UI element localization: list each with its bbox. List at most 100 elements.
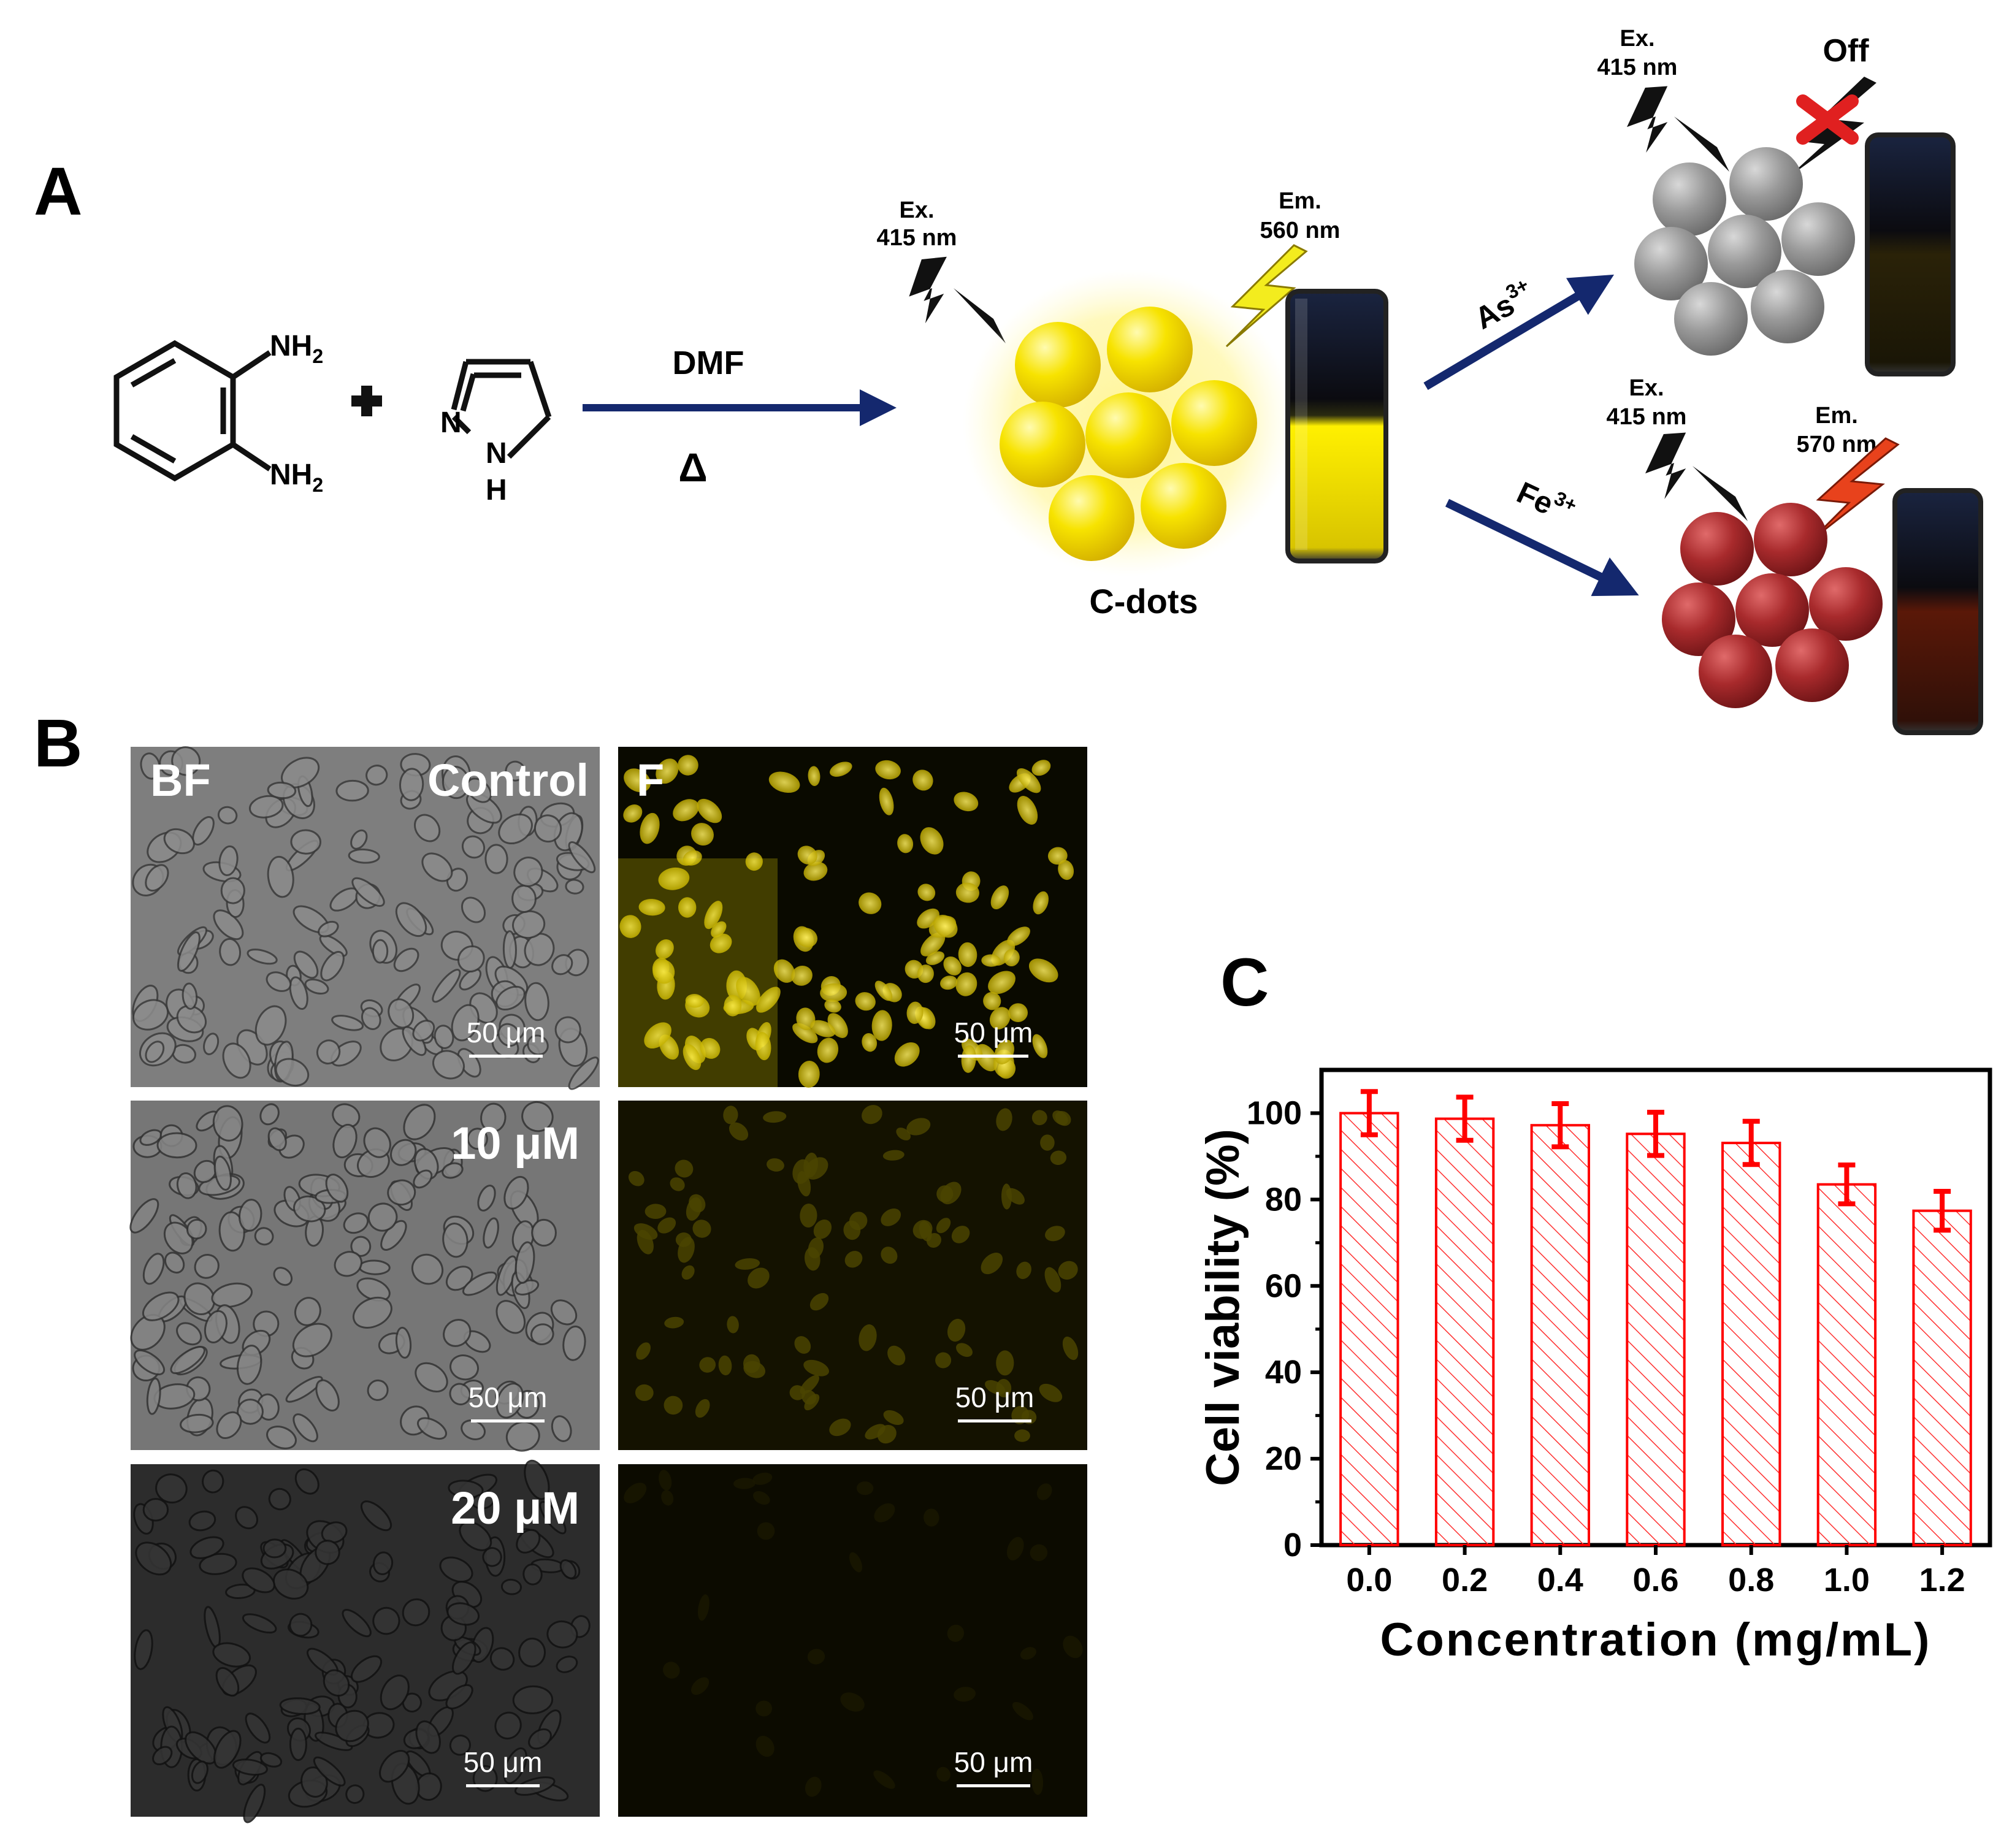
svg-text:Em.: Em. — [1815, 403, 1858, 429]
x-tick-label: 1.0 — [1824, 1562, 1870, 1598]
svg-text:50 μm: 50 μm — [469, 1381, 548, 1413]
fe-vial — [1892, 488, 1983, 735]
scale-bar-bf-10um: 50 μm — [469, 1381, 548, 1422]
excitation-bolt-icon — [909, 256, 947, 324]
as-arrow — [1423, 274, 1615, 391]
f-column-label: F — [637, 755, 664, 806]
error-bar — [1360, 1089, 1378, 1137]
as-quenched-cluster — [1634, 147, 1855, 356]
bf-column-label: BF — [150, 755, 211, 806]
plus-icon — [351, 386, 382, 416]
bar — [1434, 1117, 1495, 1546]
bar — [1816, 1183, 1877, 1546]
emission-bolt-icon — [1225, 244, 1308, 348]
y-tick-label: 40 — [1265, 1354, 1302, 1391]
panel-letter-c: C — [1220, 945, 1269, 1020]
svg-text:Ex.: Ex. — [899, 197, 934, 223]
excitation-bolt-icon — [1645, 432, 1686, 499]
bar — [1339, 1112, 1399, 1546]
fe-arrow — [1445, 498, 1639, 597]
x-tick-label: 1.2 — [1919, 1562, 1965, 1598]
fe-emission: Em. 570 nm — [1797, 403, 1900, 541]
scale-bar-f-20um: 50 μm — [954, 1746, 1033, 1787]
x-tick-label: 0.6 — [1632, 1562, 1678, 1598]
error-bar — [1647, 1110, 1664, 1158]
svg-text:Ex.: Ex. — [1620, 26, 1654, 52]
svg-text:50 μm: 50 μm — [467, 1017, 546, 1048]
solvent-label: DMF — [673, 345, 744, 381]
y-tick-label: 80 — [1265, 1181, 1302, 1218]
fe-excitation: Ex. 415 nm — [1607, 375, 1748, 521]
svg-text:570 nm: 570 nm — [1797, 432, 1877, 457]
x-axis-label: Concentration (mg/mL) — [1380, 1614, 1932, 1666]
cdots-emission: Em. 560 nm — [1225, 188, 1341, 348]
cdots-label: C-dots — [1089, 582, 1198, 620]
f-image-10um — [618, 1101, 1087, 1450]
scale-bar-bf-20um: 50 μm — [464, 1746, 543, 1787]
fe-ion-label: Fe3+ — [1512, 472, 1580, 530]
bar — [1912, 1209, 1972, 1546]
error-bar — [1742, 1118, 1760, 1167]
svg-text:415 nm: 415 nm — [877, 225, 957, 251]
row-label-control: Control — [427, 755, 589, 806]
svg-text:50 μm: 50 μm — [464, 1746, 543, 1778]
y-axis-label: Cell viability (%) — [1197, 1129, 1249, 1486]
error-bar — [1838, 1163, 1856, 1207]
bar — [1721, 1142, 1781, 1546]
cdots-vial — [1285, 289, 1388, 563]
viability-chart: 0.0 0.2 0.4 0.6 0.8 1.0 1.2 0 20 40 60 80 100Concent… — [1197, 1067, 1992, 1666]
bf-image-10um — [129, 1101, 600, 1452]
bf-image-20um — [131, 1459, 600, 1823]
y-tick-label: 20 — [1265, 1440, 1302, 1477]
error-bar — [1456, 1094, 1474, 1143]
x-tick-label: 0.4 — [1537, 1562, 1583, 1598]
off-label: Off — [1823, 33, 1869, 69]
x-tick-label: 0.0 — [1346, 1562, 1392, 1598]
scale-bar-f-10um: 50 μm — [955, 1381, 1035, 1422]
cdots-excitation: Ex. 415 nm — [877, 197, 1006, 343]
pyrazole-n1-label: N — [440, 407, 462, 439]
f-image-20um — [618, 1464, 1087, 1817]
cdots-cluster — [1000, 307, 1257, 561]
error-bar — [1551, 1101, 1569, 1150]
svg-text:50 μm: 50 μm — [955, 1381, 1035, 1413]
cross-icon — [1796, 94, 1859, 145]
heat-label: Δ — [678, 445, 707, 490]
row-label-20um: 20 μM — [451, 1483, 580, 1533]
panel-letter-b: B — [34, 706, 82, 781]
error-bar — [1934, 1189, 1951, 1233]
bar — [1626, 1132, 1686, 1547]
svg-text:Ex.: Ex. — [1629, 375, 1664, 401]
as-blocked-emission — [1788, 77, 1876, 178]
o-phenylenediamine-structure — [113, 340, 272, 482]
svg-text:560 nm: 560 nm — [1260, 218, 1341, 243]
as-excitation: Ex. 415 nm — [1597, 26, 1729, 172]
svg-text:415 nm: 415 nm — [1597, 55, 1678, 80]
row-label-10um: 10 μM — [451, 1118, 580, 1169]
emission-bolt-icon — [1811, 437, 1900, 541]
as-vial — [1865, 132, 1956, 376]
pyrazole-structure — [451, 359, 552, 459]
y-tick-label: 0 — [1283, 1527, 1302, 1564]
bar — [1530, 1124, 1591, 1546]
panel-letter-a: A — [34, 154, 82, 229]
bf-image-control — [131, 746, 600, 1090]
amine-label-bottom: NH2 — [270, 459, 323, 496]
pyrazole-h-label: H — [486, 474, 507, 506]
excitation-bolt-icon — [1627, 86, 1668, 153]
x-tick-label: 0.2 — [1442, 1562, 1488, 1598]
svg-text:415 nm: 415 nm — [1607, 404, 1687, 430]
amine-label-top: NH2 — [270, 330, 323, 367]
x-tick-label: 0.8 — [1728, 1562, 1774, 1598]
y-tick-label: 100 — [1247, 1094, 1302, 1131]
y-tick-label: 60 — [1265, 1267, 1302, 1304]
svg-text:50 μm: 50 μm — [954, 1017, 1033, 1048]
pyrazole-n2-label: N — [486, 437, 507, 470]
fe-cluster — [1662, 503, 1883, 708]
scale-bar-bf-control: 50 μm — [467, 1017, 546, 1058]
f-image-control — [618, 747, 1087, 1088]
svg-text:50 μm: 50 μm — [954, 1746, 1033, 1778]
scale-bar-f-control: 50 μm — [954, 1017, 1033, 1058]
